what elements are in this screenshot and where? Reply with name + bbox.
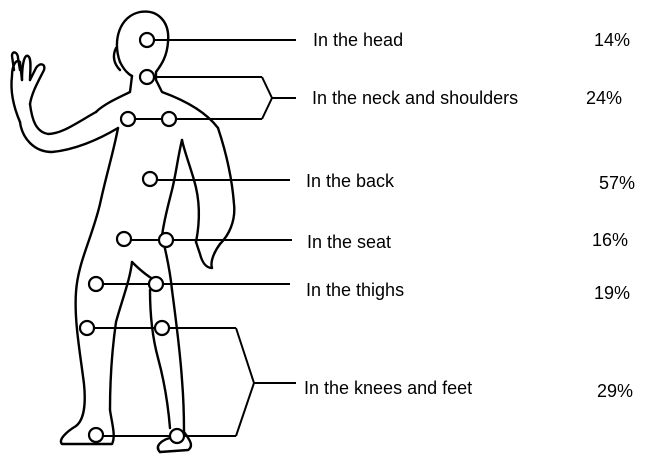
percent-knees-feet: 29%: [597, 381, 633, 401]
marker-foot-right: [170, 429, 184, 443]
label-neck-shoulders: In the neck and shoulders: [312, 88, 518, 108]
percent-back: 57%: [599, 173, 635, 193]
label-seat: In the seat: [307, 232, 391, 252]
marker-back: [143, 172, 157, 186]
percent-head: 14%: [594, 30, 630, 50]
marker-shoulder-left: [121, 112, 135, 126]
marker-seat-right: [159, 233, 173, 247]
percent-seat: 16%: [592, 230, 628, 250]
marker-neck: [140, 70, 154, 84]
marker-knee-right: [155, 321, 169, 335]
label-knees-feet: In the knees and feet: [304, 378, 472, 398]
marker-thigh-left: [89, 277, 103, 291]
marker-seat-left: [117, 232, 131, 246]
percent-neck-shoulders: 24%: [586, 88, 622, 108]
marker-knee-left: [80, 321, 94, 335]
marker-thigh-right: [149, 277, 163, 291]
label-head: In the head: [313, 30, 403, 50]
percent-thighs: 19%: [594, 283, 630, 303]
marker-foot-left: [89, 428, 103, 442]
marker-shoulder-right: [162, 112, 176, 126]
marker-head: [140, 33, 154, 47]
label-thighs: In the thighs: [306, 280, 404, 300]
label-back: In the back: [306, 171, 394, 191]
